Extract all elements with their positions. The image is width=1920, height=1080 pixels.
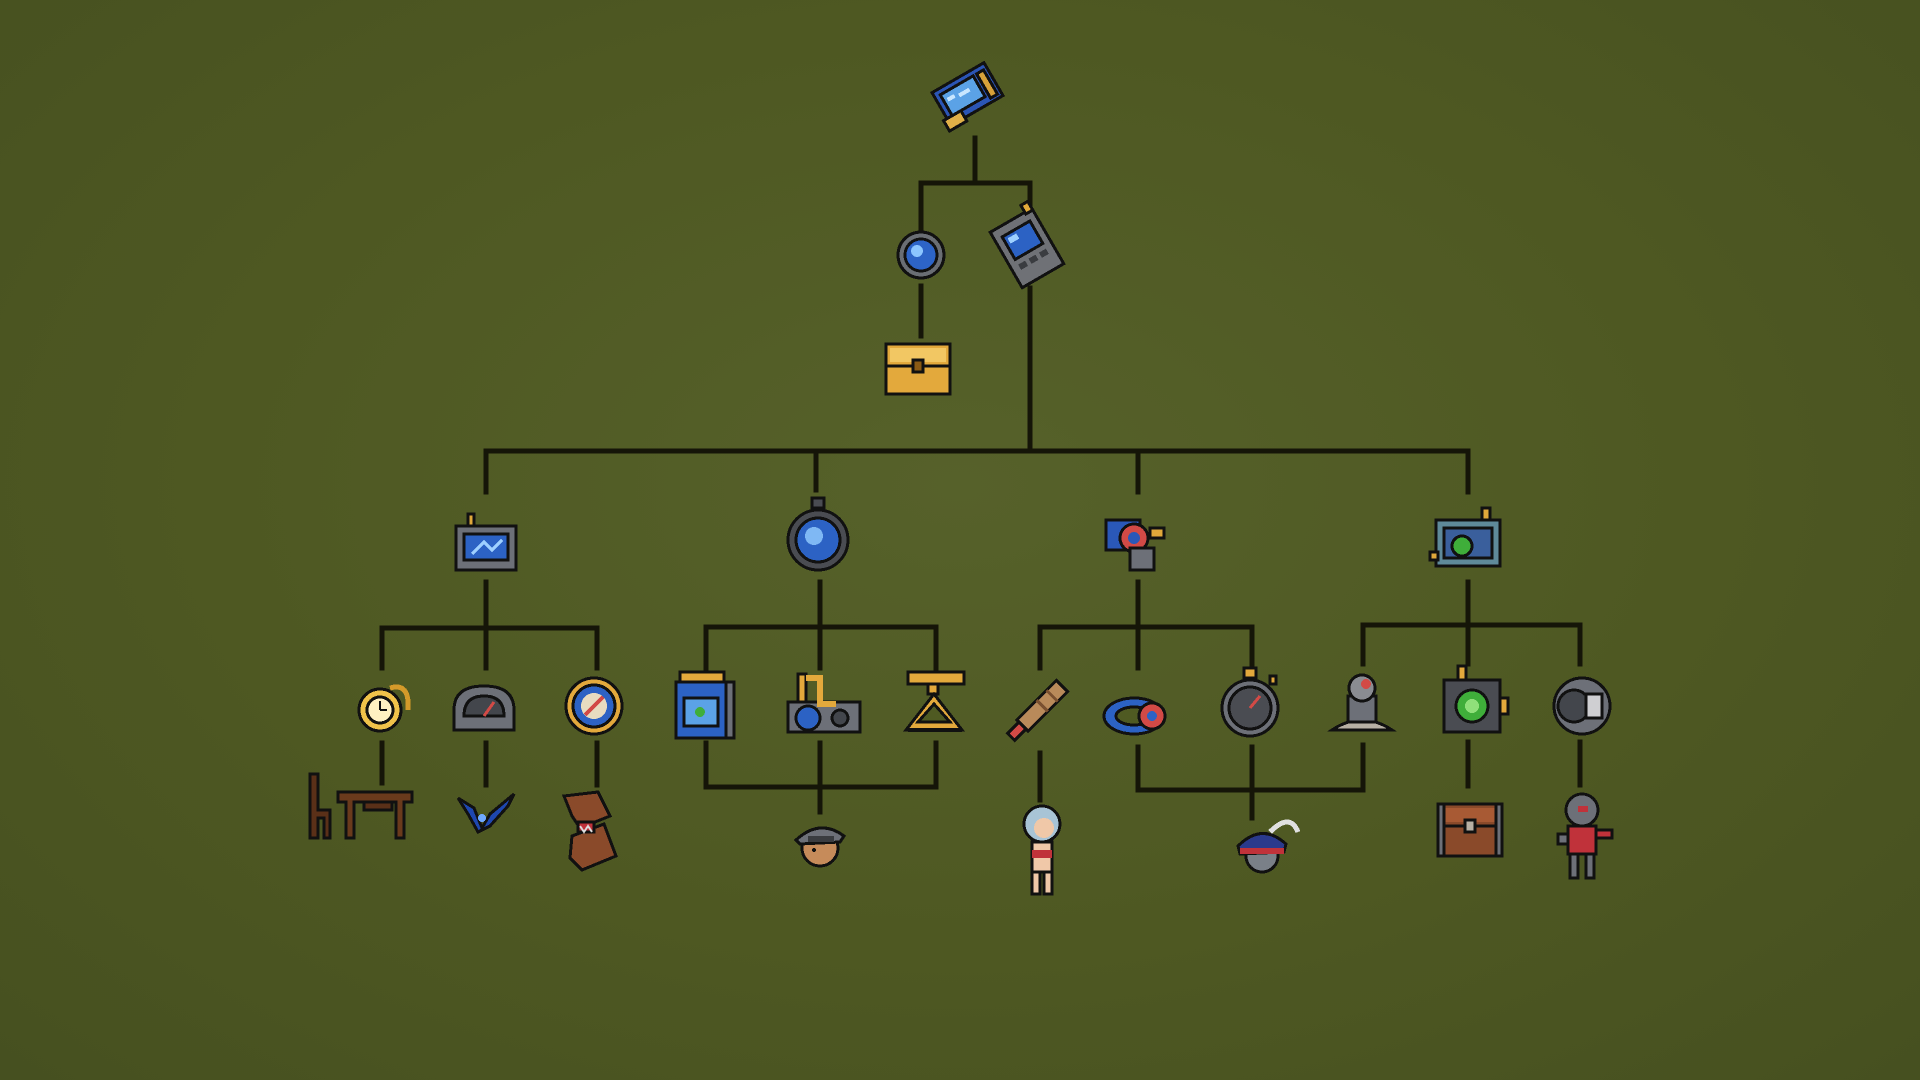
weather-radio-icon — [674, 670, 736, 740]
pda-icon — [988, 199, 1066, 290]
gps-orb-icon — [896, 230, 946, 280]
gps-device-icon — [454, 512, 518, 572]
dungeon-chest-icon — [1436, 802, 1504, 858]
nymph-icon — [1022, 804, 1062, 896]
depth-meter-icon — [452, 684, 516, 732]
chair-and-table-icon — [308, 772, 414, 840]
metal-detector-icon — [1005, 678, 1070, 743]
goblin-tinkerer-icon — [1236, 819, 1301, 874]
lifeform-analyzer-icon — [1442, 664, 1510, 734]
connector-dps-goblin — [1135, 742, 1366, 821]
connector-fishing-angler — [703, 740, 939, 815]
connector-gps-device — [379, 579, 600, 671]
radar-icon — [1552, 676, 1612, 736]
skeleton-icon — [1556, 792, 1614, 880]
gold-watch-icon — [357, 684, 411, 733]
compass-icon — [564, 676, 624, 736]
golden-chest-icon — [884, 342, 952, 396]
connector-root — [918, 135, 1033, 231]
sextant-icon — [902, 670, 966, 732]
rec-icon — [1428, 506, 1502, 568]
cell-phone-icon — [929, 60, 1006, 134]
tally-counter-icon — [1327, 673, 1397, 732]
connector-pda — [483, 285, 1471, 495]
tree-connectors — [379, 135, 1583, 821]
blue-bat-icon — [456, 792, 516, 834]
angler-icon — [793, 826, 847, 868]
mimic-icon — [561, 790, 618, 872]
fishermans-guide-icon — [786, 672, 862, 734]
goblin-tech-icon — [1104, 518, 1166, 572]
connector-goblin-tech — [1037, 579, 1255, 671]
dps-meter-icon — [1102, 696, 1167, 736]
fish-finder-icon — [786, 496, 850, 572]
connector-fish-finder — [703, 579, 939, 671]
stopwatch-icon — [1220, 666, 1280, 738]
connector-rec — [1360, 579, 1583, 667]
